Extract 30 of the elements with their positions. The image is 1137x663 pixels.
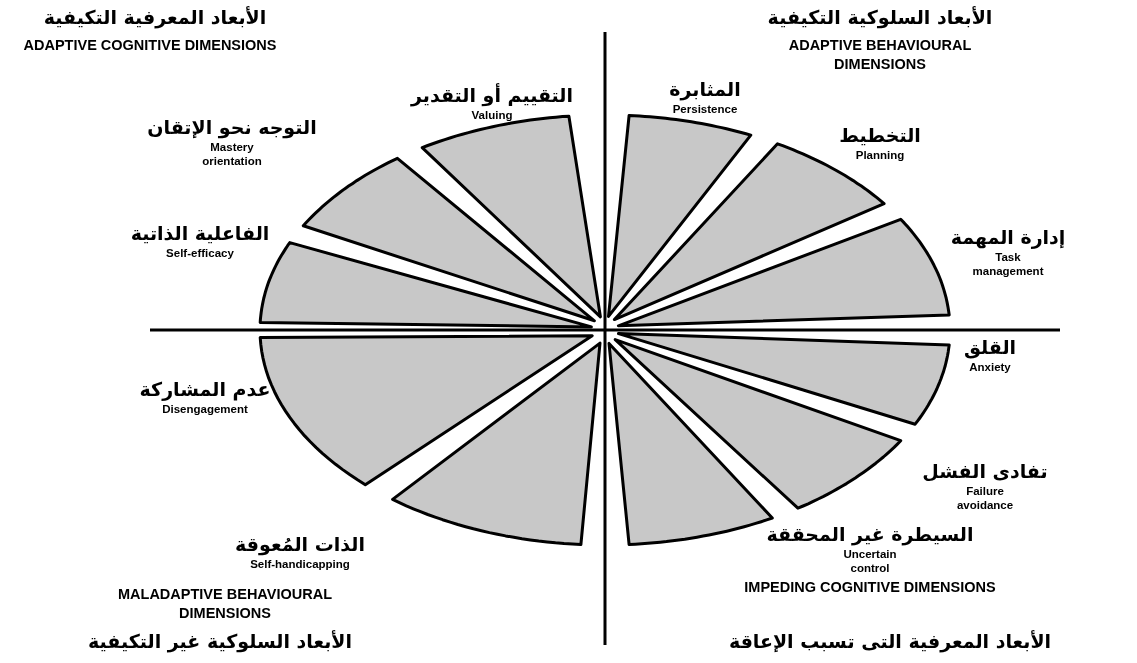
segment-label: Task management	[971, 250, 1045, 279]
quadrant-heading-arabic: الأبعاد المعرفية التى تسبب الإعاقة	[728, 630, 1052, 652]
segment-label: Persistence	[671, 102, 739, 117]
quadrant-heading: IMPEDING COGNITIVE DIMENSIONS	[743, 578, 997, 597]
segment-label-arabic: المثابرة	[669, 78, 741, 100]
segment-label: Disengagement	[161, 402, 249, 417]
quadrant-heading: MALADAPTIVE BEHAVIOURAL DIMENSIONS	[117, 585, 333, 623]
segment-label-arabic: عدم المشاركة	[139, 378, 271, 400]
segment-label: Mastery orientation	[201, 140, 263, 169]
segment-label: Anxiety	[968, 360, 1012, 375]
segment-label-arabic: تفادى الفشل	[922, 460, 1048, 482]
segment-label-arabic: التقييم أو التقدير	[410, 84, 574, 106]
segment-label-arabic: إدارة المهمة	[950, 226, 1066, 248]
segment-label-arabic: القلق	[963, 336, 1017, 358]
quadrant-heading: ADAPTIVE COGNITIVE DIMENSIONS	[22, 36, 278, 55]
segment-label-arabic: السيطرة غير المحققة	[766, 523, 974, 545]
segment-label: Self-efficacy	[165, 246, 235, 261]
segment-label-arabic: الفاعلية الذاتية	[130, 222, 270, 244]
quadrant-heading: ADAPTIVE BEHAVIOURAL DIMENSIONS	[787, 36, 973, 74]
segment-label-arabic: الذات المُعوقة	[235, 533, 365, 555]
segment-label: Self-handicapping	[250, 557, 350, 572]
quadrant-heading-arabic: الأبعاد السلوكية غير التكيفية	[88, 630, 352, 652]
segment-label-arabic: التخطيط	[839, 124, 921, 146]
segment-label: Valuing	[470, 108, 514, 123]
quadrant-heading-arabic: الأبعاد السلوكية التكيفية	[767, 6, 993, 28]
quadrant-heading-arabic: الأبعاد المعرفية التكيفية	[43, 6, 267, 28]
segment-label: Planning	[854, 148, 906, 163]
segment-label: Uncertain control	[842, 547, 898, 576]
segment-label-arabic: التوجه نحو الإتقان	[147, 116, 317, 138]
segment-label: Failure avoidance	[955, 484, 1015, 513]
